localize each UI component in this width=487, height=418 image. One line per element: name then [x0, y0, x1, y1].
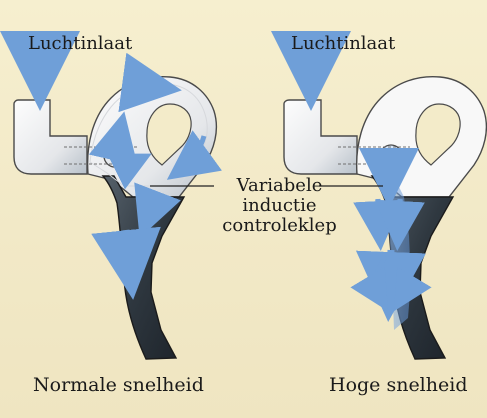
left-flow-arrow-icon-6	[126, 230, 131, 279]
left-lower-pipe	[103, 176, 184, 359]
right-flow-arrow-icon-7	[376, 257, 386, 301]
right-flow-arrow-icon-5	[389, 250, 391, 301]
left-assembly	[14, 70, 216, 359]
right-lower-pipe	[372, 176, 453, 359]
right-inlet-label: Luchtinlaat	[291, 34, 395, 55]
right-inlet-pipe	[284, 100, 357, 174]
left-caption: Normale snelheid	[33, 375, 204, 397]
valve-label-line-1: Variabele	[217, 176, 342, 196]
left-inlet-label: Luchtinlaat	[28, 34, 132, 55]
valve-label: Variabele inductie controleklep	[217, 176, 342, 236]
left-inlet-pipe	[14, 100, 87, 174]
right-flow-arrow-icon-3	[378, 199, 380, 236]
right-caption: Hoge snelheid	[329, 375, 467, 397]
right-flow-arrow-icon-4	[398, 199, 400, 236]
valve-label-line-3: controleklep	[217, 216, 342, 236]
valve-label-line-2: inductie	[217, 196, 342, 216]
